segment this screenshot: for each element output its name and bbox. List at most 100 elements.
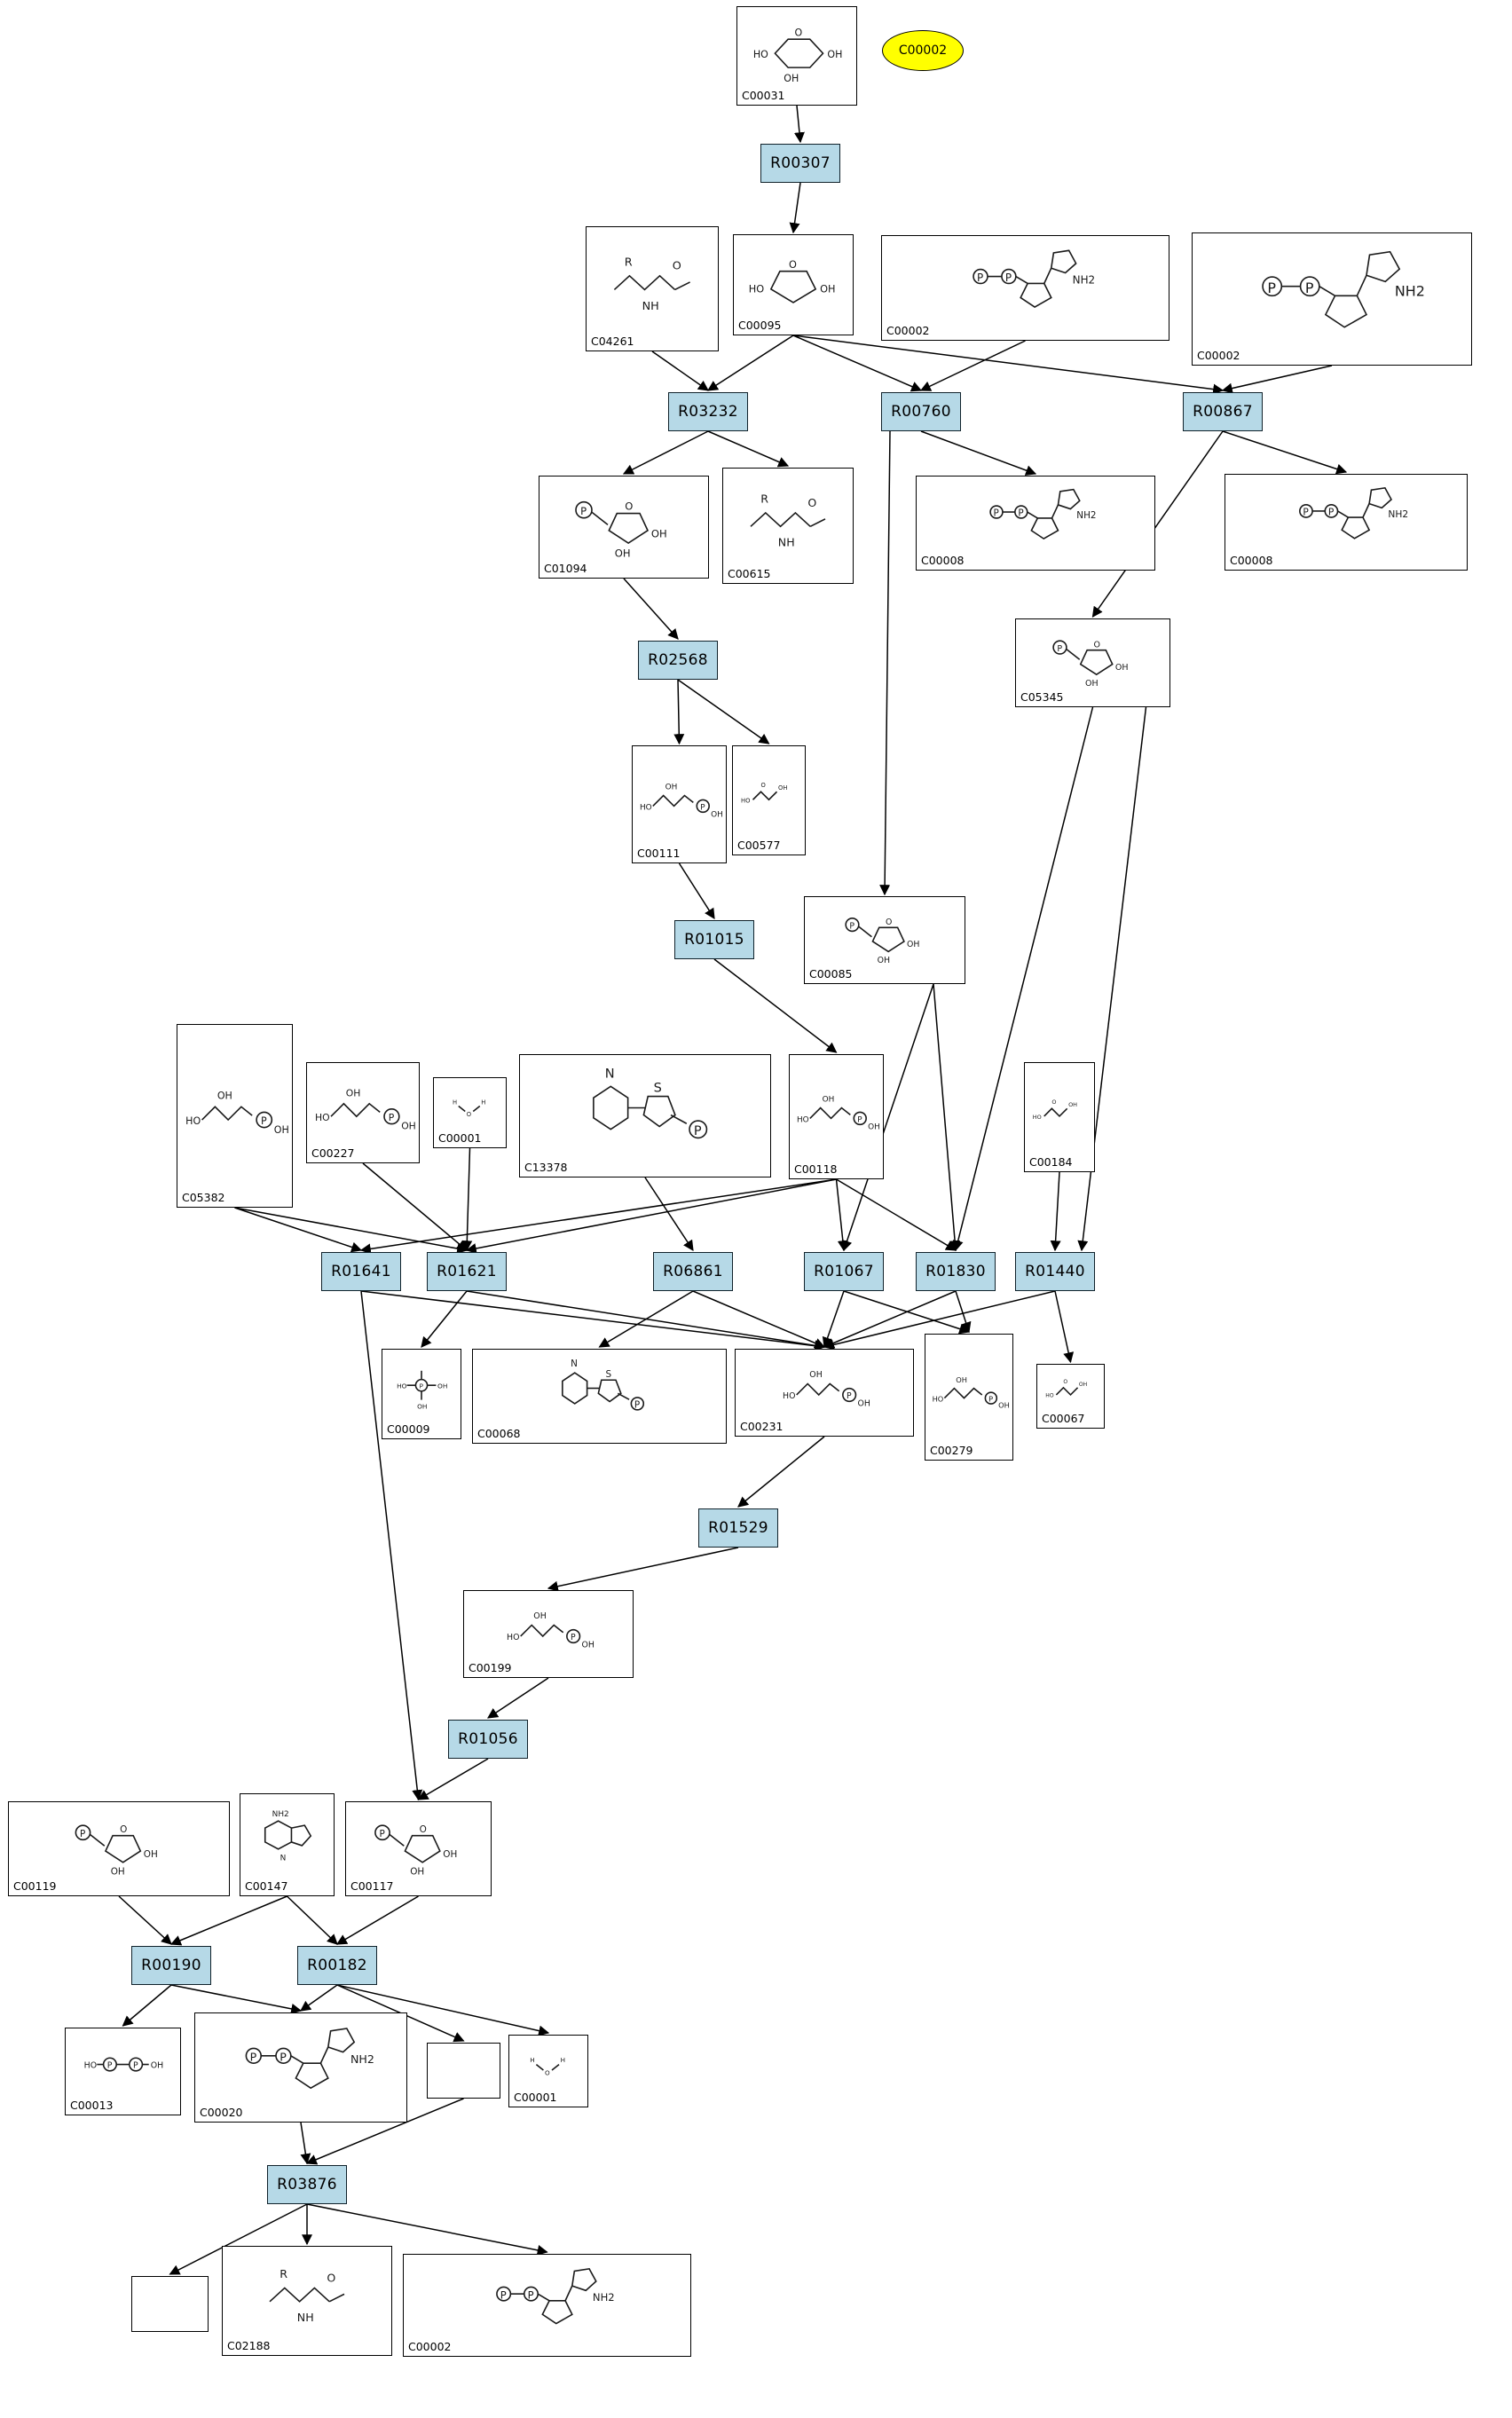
svg-text:HO: HO (797, 1115, 809, 1124)
compound-node-blank1[interactable] (427, 2043, 500, 2099)
edge-blank1-r03876 (305, 2098, 464, 2165)
svg-text:NH2: NH2 (1395, 282, 1425, 299)
svg-text:NH2: NH2 (272, 1810, 289, 1819)
svg-text:OH: OH (827, 49, 842, 60)
edge-r00190-c00013 (122, 1984, 172, 2027)
reaction-node-r06861[interactable]: R06861 (653, 1252, 733, 1291)
edge-r00182-c00020 (300, 1984, 338, 2012)
reaction-node-r00190[interactable]: R00190 (131, 1946, 211, 1985)
reaction-node-r01641[interactable]: R01641 (321, 1252, 401, 1291)
reaction-node-r01529[interactable]: R01529 (698, 1508, 778, 1548)
edge-r00867-c05345 (1091, 430, 1224, 618)
edge-c00118-r01830 (836, 1178, 957, 1251)
structure-sketch-thiamine: NSP (523, 1067, 768, 1158)
edge-c00117-r00182 (335, 1895, 419, 1945)
compound-label: C00577 (737, 839, 781, 852)
edge-c00111-r01015 (678, 862, 715, 920)
svg-text:O: O (761, 782, 766, 789)
reaction-label: R01830 (925, 1263, 986, 1280)
svg-text:OH: OH (401, 1121, 416, 1132)
reaction-node-r01015[interactable]: R01015 (674, 920, 754, 959)
edge-c05345-r01830 (952, 706, 1094, 1252)
compound-label: C00068 (477, 1427, 521, 1440)
reaction-label: R00182 (307, 1957, 367, 1974)
reaction-node-r00760[interactable]: R00760 (881, 392, 961, 431)
reaction-node-r00182[interactable]: R00182 (297, 1946, 377, 1985)
compound-label: C00279 (930, 1444, 973, 1457)
svg-text:P: P (847, 1391, 852, 1401)
edge-r00307-c00095 (789, 182, 801, 234)
svg-text:P: P (977, 272, 983, 284)
reaction-node-r01440[interactable]: R01440 (1015, 1252, 1095, 1291)
edge-r01830-c00231 (823, 1290, 957, 1349)
compound-label: C00184 (1029, 1155, 1073, 1169)
compound-label: C00001 (514, 2091, 557, 2104)
edge-r01529-c00199 (547, 1547, 739, 1592)
reaction-label: R01440 (1025, 1263, 1085, 1280)
svg-text:OH: OH (615, 547, 631, 559)
edge-c00095-r00867 (792, 335, 1225, 395)
compound-label: C00119 (13, 1879, 57, 1893)
svg-text:OH: OH (443, 1849, 457, 1860)
reaction-node-r00307[interactable]: R00307 (760, 144, 840, 183)
svg-text:HO: HO (741, 797, 750, 804)
reaction-node-r03876[interactable]: R03876 (267, 2165, 347, 2204)
compound-node-blank2[interactable] (131, 2276, 209, 2332)
edge-r03876-c00002c (306, 2203, 548, 2256)
reaction-node-r00867[interactable]: R00867 (1183, 392, 1263, 431)
edge-c00095-r00760 (792, 335, 923, 392)
reaction-node-r02568[interactable]: R02568 (638, 641, 718, 680)
highlight-compound-hl_c00002[interactable]: C00002 (882, 30, 964, 71)
reaction-node-r01056[interactable]: R01056 (448, 1720, 528, 1759)
edge-c00147-r00182 (286, 1895, 338, 1945)
reaction-node-r01830[interactable]: R01830 (916, 1252, 996, 1291)
svg-text:NH: NH (778, 536, 795, 549)
svg-text:OH: OH (998, 1401, 1010, 1410)
reaction-node-r01621[interactable]: R01621 (427, 1252, 507, 1291)
reaction-node-r01067[interactable]: R01067 (804, 1252, 884, 1291)
compound-label: C00008 (1230, 554, 1273, 567)
reaction-node-r03232[interactable]: R03232 (668, 392, 748, 431)
compound-label: C00002 (898, 43, 948, 58)
